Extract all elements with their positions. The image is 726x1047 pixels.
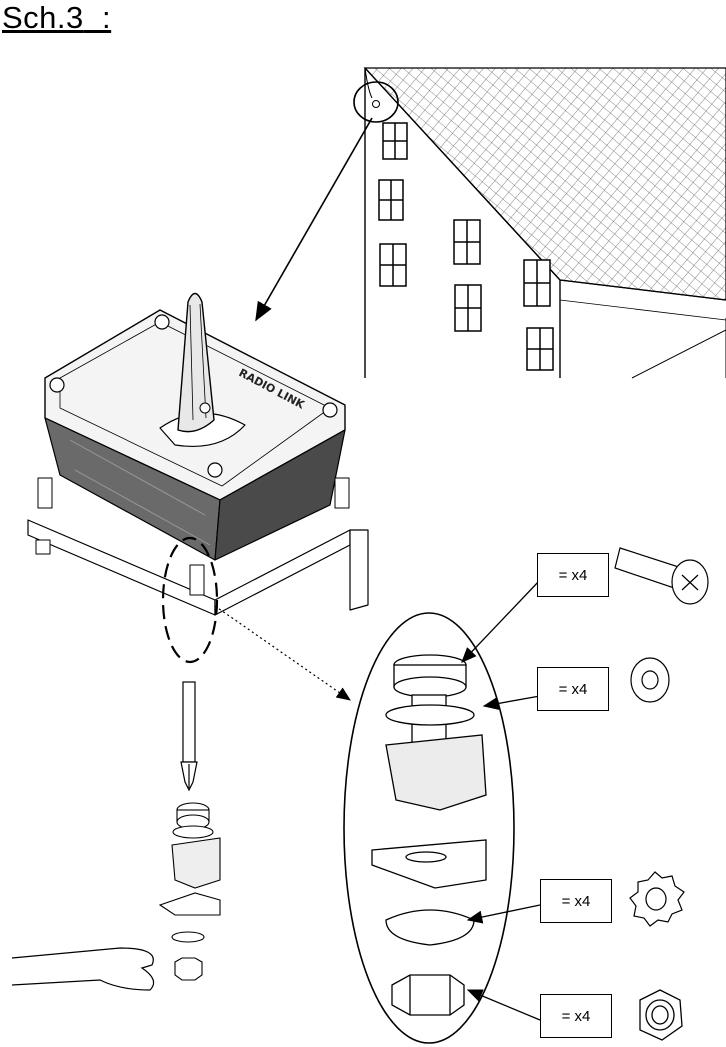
lock-washer-icon xyxy=(630,872,684,926)
detail-arrow xyxy=(215,606,350,700)
antenna-box: RADIO LINK xyxy=(28,294,368,616)
washer-icon xyxy=(631,658,669,702)
mount-location-circle xyxy=(354,82,398,122)
screw-icon xyxy=(615,548,708,604)
lock-washer-quantity-label: = x4 xyxy=(540,879,612,923)
screwdriver-illustration xyxy=(181,682,197,790)
nut-quantity-label: = x4 xyxy=(540,994,612,1038)
small-hardware-stack xyxy=(160,803,220,980)
washer-quantity-label: = x4 xyxy=(537,667,609,711)
nut-icon xyxy=(640,990,682,1040)
house-illustration xyxy=(354,68,726,378)
wrench-illustration xyxy=(12,948,154,990)
mount-point-icon xyxy=(373,101,380,108)
screw-quantity-label: = x4 xyxy=(537,553,609,597)
detail-parts xyxy=(372,655,486,1015)
placement-arrow xyxy=(256,118,372,320)
